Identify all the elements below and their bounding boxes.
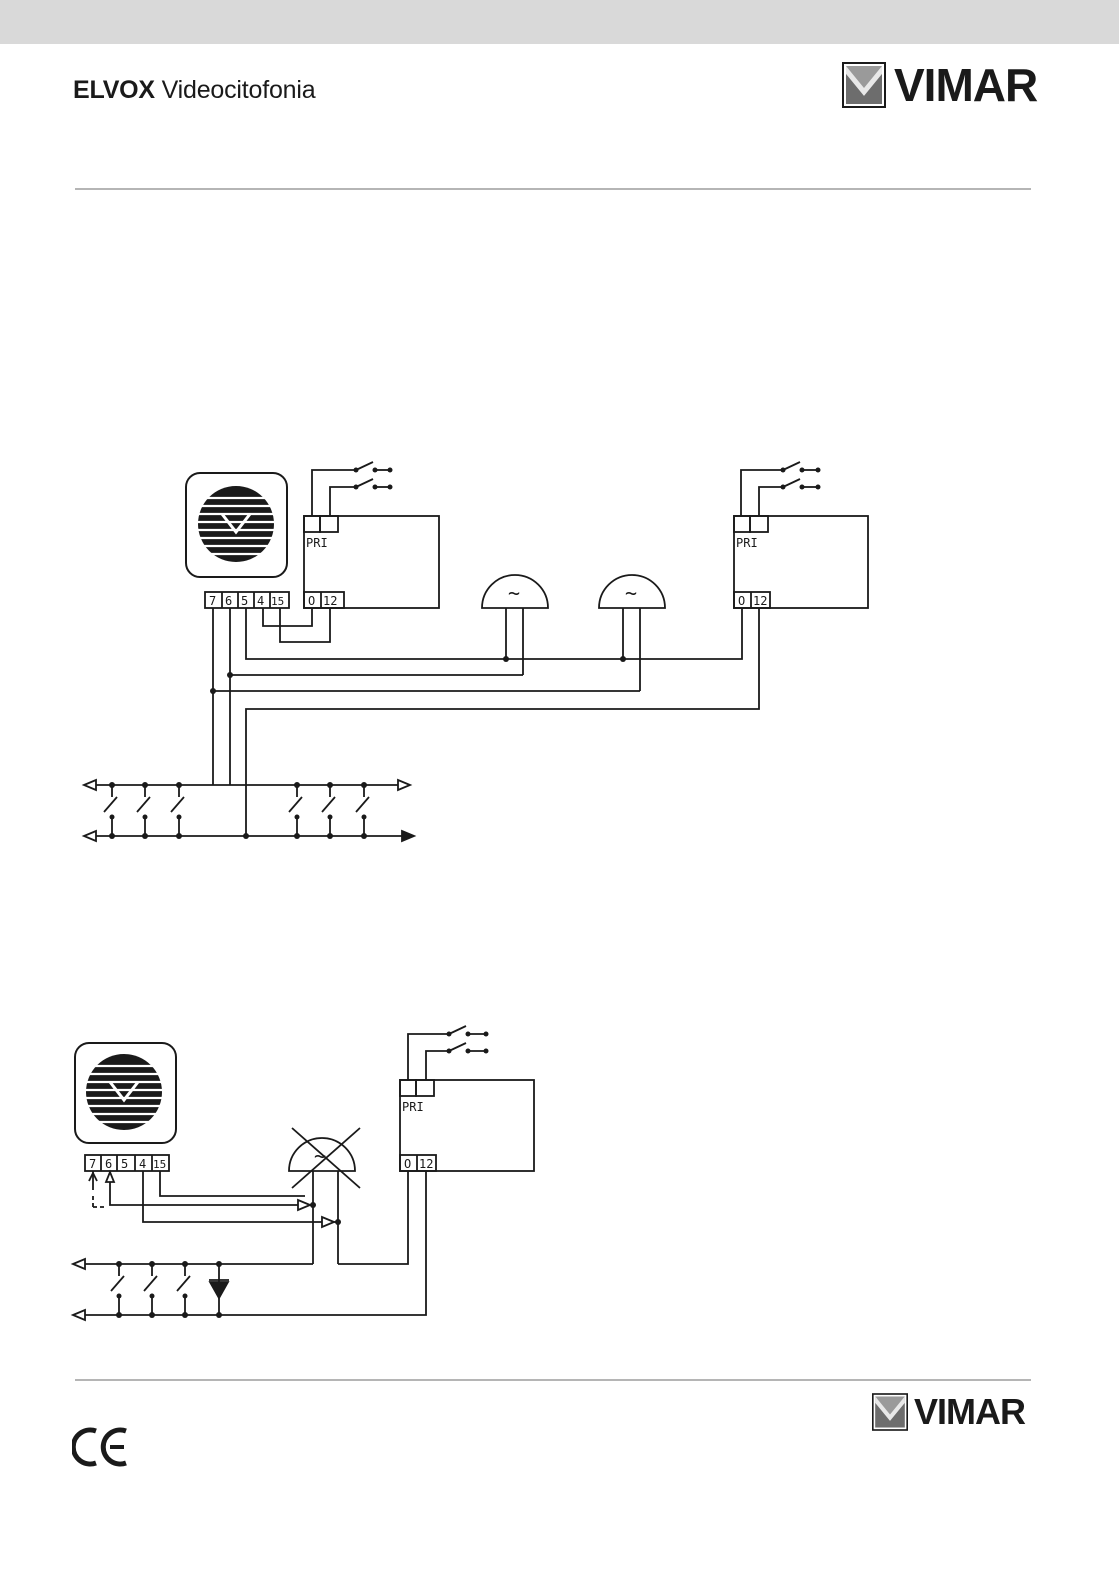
pb bbox=[171, 785, 184, 836]
diagram1-speaker-unit bbox=[186, 473, 287, 577]
diagram1-unit-a bbox=[304, 462, 439, 608]
d1-unit-b-term-12: 12 bbox=[753, 594, 767, 608]
d2-unit-label: PRI bbox=[402, 1100, 424, 1114]
d2-terminal-4: 4 bbox=[139, 1157, 146, 1171]
d1-terminal-6: 6 bbox=[225, 594, 232, 608]
diagram1-unit-b bbox=[734, 462, 868, 608]
pb bbox=[137, 785, 150, 836]
d2-unit-term-o: O bbox=[404, 1157, 411, 1171]
diagram2-unit bbox=[400, 1026, 534, 1171]
d1-unit-a-label: PRI bbox=[306, 536, 328, 550]
footer-divider bbox=[75, 1379, 1031, 1381]
pb bbox=[322, 785, 335, 836]
ce-mark-icon bbox=[72, 1426, 130, 1468]
vimar-logo-bottom: VIMAR bbox=[872, 1391, 1025, 1433]
diagram2-bus bbox=[73, 1259, 85, 1320]
diagram2-diode bbox=[209, 1264, 229, 1315]
d1-terminal-7: 7 bbox=[209, 594, 216, 608]
pb bbox=[104, 785, 117, 836]
diagram2-pushbuttons bbox=[111, 1264, 190, 1315]
d1-unit-b-term-o: O bbox=[738, 594, 745, 608]
d1-terminal-5: 5 bbox=[241, 594, 248, 608]
pb bbox=[177, 1264, 190, 1315]
pb bbox=[111, 1264, 124, 1315]
d2-terminal-7: 7 bbox=[89, 1157, 96, 1171]
d1-unit-b-label: PRI bbox=[736, 536, 758, 550]
pb bbox=[356, 785, 369, 836]
vimar-wordmark-bottom: VIMAR bbox=[914, 1391, 1025, 1433]
d1-sounder-1-symbol: ~ bbox=[508, 581, 520, 605]
d2-terminal-5: 5 bbox=[121, 1157, 128, 1171]
diagram1-wiring bbox=[213, 608, 759, 836]
d1-terminal-15: 15 bbox=[271, 595, 284, 608]
d2-unit-term-12: 12 bbox=[419, 1157, 433, 1171]
d1-unit-a-term-o: O bbox=[308, 594, 315, 608]
pb bbox=[289, 785, 302, 836]
vimar-emblem-icon bbox=[872, 1393, 908, 1431]
d1-terminal-4: 4 bbox=[257, 594, 264, 608]
diagram1-pushbuttons bbox=[104, 785, 369, 836]
d2-terminal-6: 6 bbox=[105, 1157, 112, 1171]
diagram2-wiring bbox=[73, 1171, 426, 1315]
d1-sounder-2-symbol: ~ bbox=[625, 581, 637, 605]
d2-terminal-15: 15 bbox=[153, 1158, 166, 1171]
diagram2-speaker-unit bbox=[75, 1043, 176, 1143]
pb bbox=[144, 1264, 157, 1315]
d2-sounder-symbol: ~ bbox=[314, 1144, 326, 1168]
d1-unit-a-term-12: 12 bbox=[323, 594, 337, 608]
